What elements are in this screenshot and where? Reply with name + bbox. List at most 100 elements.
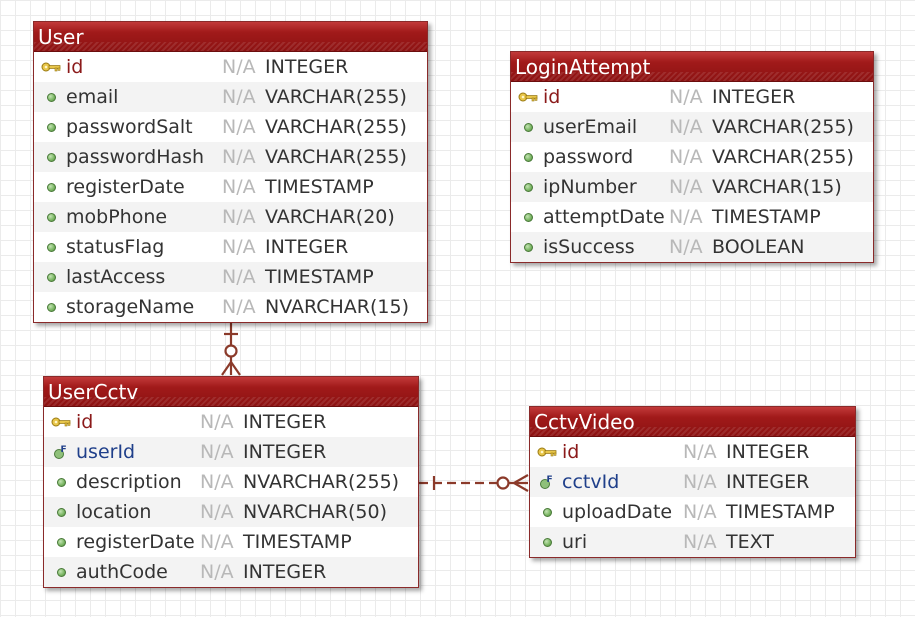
column-type: TIMESTAMP bbox=[243, 531, 352, 553]
relationship-usercctv-cctvvideo bbox=[419, 474, 529, 492]
column-nullability: N/A bbox=[669, 176, 703, 198]
column-dot-icon bbox=[50, 467, 72, 497]
column-row[interactable]: mobPhone N/A VARCHAR(20) bbox=[34, 202, 427, 232]
column-name: id bbox=[76, 411, 94, 433]
column-name: registerDate bbox=[76, 531, 195, 553]
column-dot-icon bbox=[50, 557, 72, 587]
column-type: INTEGER bbox=[243, 561, 327, 583]
column-name: mobPhone bbox=[66, 206, 168, 228]
column-name: storageName bbox=[66, 296, 195, 318]
column-name: attemptDate bbox=[543, 206, 665, 228]
svg-text:F: F bbox=[61, 445, 67, 455]
column-nullability: N/A bbox=[683, 471, 717, 493]
column-name: statusFlag bbox=[66, 236, 165, 258]
column-dot-icon bbox=[40, 202, 62, 232]
column-nullability: N/A bbox=[200, 561, 234, 583]
column-nullability: N/A bbox=[222, 146, 256, 168]
column-name: id bbox=[543, 86, 561, 108]
column-dot-icon bbox=[517, 232, 539, 262]
column-nullability: N/A bbox=[200, 411, 234, 433]
foreign-key-icon: F bbox=[50, 437, 72, 467]
column-dot-icon bbox=[40, 262, 62, 292]
primary-key-icon bbox=[40, 52, 62, 82]
column-type: INTEGER bbox=[243, 411, 327, 433]
column-type: INTEGER bbox=[712, 86, 796, 108]
column-name: location bbox=[76, 501, 152, 523]
column-type: NVARCHAR(255) bbox=[243, 471, 400, 493]
column-nullability: N/A bbox=[222, 116, 256, 138]
column-nullability: N/A bbox=[222, 236, 256, 258]
column-type: TIMESTAMP bbox=[712, 206, 821, 228]
column-dot-icon bbox=[40, 292, 62, 322]
column-nullability: N/A bbox=[222, 206, 256, 228]
column-row[interactable]: statusFlag N/A INTEGER bbox=[34, 232, 427, 262]
column-nullability: N/A bbox=[669, 116, 703, 138]
column-type: TIMESTAMP bbox=[265, 266, 374, 288]
column-name: passwordHash bbox=[66, 146, 205, 168]
column-type: INTEGER bbox=[265, 236, 349, 258]
column-nullability: N/A bbox=[683, 501, 717, 523]
relationship-user-usercctv bbox=[221, 323, 241, 376]
foreign-key-icon: F bbox=[536, 467, 558, 497]
entity-cctv-video-title: CctvVideo bbox=[530, 407, 855, 437]
column-type: NVARCHAR(50) bbox=[243, 501, 388, 523]
column-name: uploadDate bbox=[562, 501, 673, 523]
column-dot-icon bbox=[517, 172, 539, 202]
column-type: VARCHAR(20) bbox=[265, 206, 395, 228]
column-name: lastAccess bbox=[66, 266, 166, 288]
column-type: INTEGER bbox=[243, 441, 327, 463]
column-type: VARCHAR(255) bbox=[712, 146, 854, 168]
column-type: VARCHAR(15) bbox=[712, 176, 842, 198]
column-dot-icon bbox=[40, 232, 62, 262]
column-row[interactable]: passwordHash N/A VARCHAR(255) bbox=[34, 142, 427, 172]
entity-user-title: User bbox=[34, 22, 427, 52]
column-row[interactable]: id N/A INTEGER bbox=[44, 407, 418, 437]
column-dot-icon bbox=[517, 142, 539, 172]
column-name: isSuccess bbox=[543, 236, 635, 258]
column-dot-icon bbox=[536, 497, 558, 527]
column-name: id bbox=[562, 441, 580, 463]
column-name: cctvId bbox=[562, 471, 620, 493]
column-nullability: N/A bbox=[669, 86, 703, 108]
column-dot-icon bbox=[40, 112, 62, 142]
column-type: INTEGER bbox=[726, 471, 810, 493]
column-type: VARCHAR(255) bbox=[265, 86, 407, 108]
column-type: INTEGER bbox=[726, 441, 810, 463]
column-row[interactable]: id N/A INTEGER bbox=[511, 82, 873, 112]
column-type: INTEGER bbox=[265, 56, 349, 78]
column-dot-icon bbox=[517, 112, 539, 142]
column-name: userId bbox=[76, 441, 136, 463]
column-nullability: N/A bbox=[669, 146, 703, 168]
column-type: VARCHAR(255) bbox=[265, 146, 407, 168]
column-name: uri bbox=[562, 531, 588, 553]
primary-key-icon bbox=[50, 407, 72, 437]
